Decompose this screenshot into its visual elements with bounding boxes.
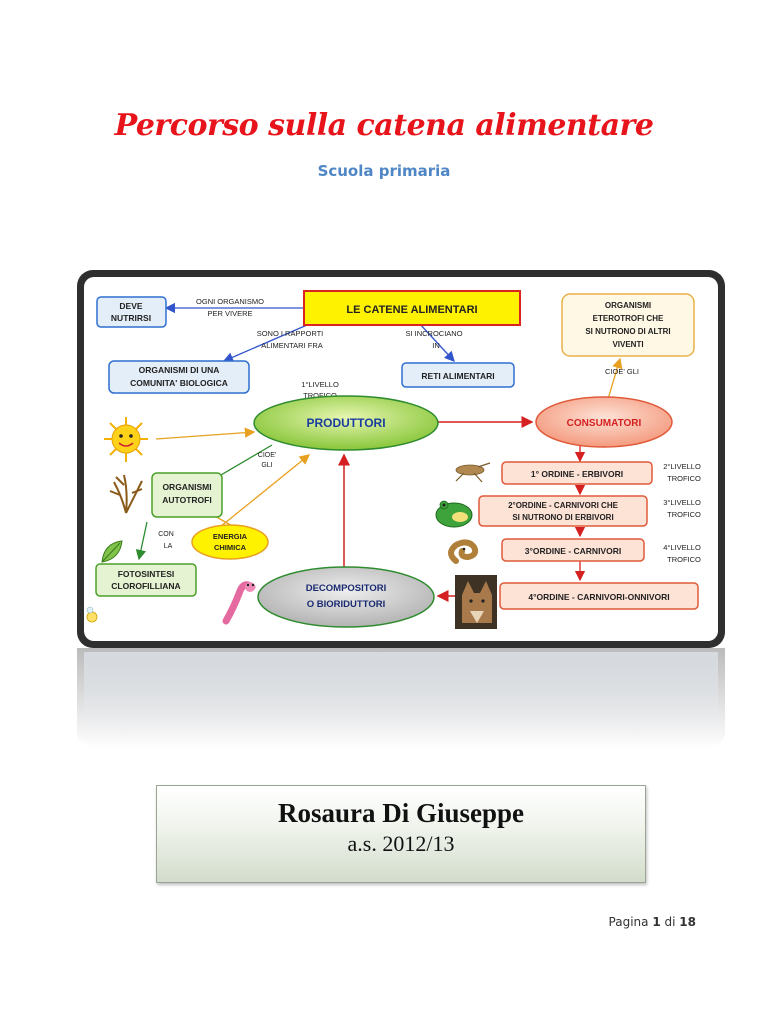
page-total: 18 bbox=[679, 915, 696, 929]
label-livello4-2: TROFICO bbox=[667, 555, 701, 564]
node-decompositori-line1: DECOMPOSITORI bbox=[306, 583, 387, 594]
grasshopper-icon bbox=[455, 462, 491, 483]
node-le-catene bbox=[303, 290, 521, 326]
node-produttori-label: PRODUTTORI bbox=[306, 416, 385, 430]
author-box: Rosaura Di Giuseppe a.s. 2012/13 bbox=[156, 785, 646, 883]
link-con-la-2: LA bbox=[164, 543, 173, 550]
node-ordine2-line1: 2°ORDINE - CARNIVORI CHE bbox=[508, 501, 619, 510]
node-ordine2 bbox=[478, 495, 648, 527]
author-name: Rosaura Di Giuseppe bbox=[277, 798, 525, 828]
concept-map-svg: LE CATENE ALIMENTARI DEVE NUTRIRSI OGNI … bbox=[86, 290, 701, 629]
node-eterotrofi-line1: ORGANISMI bbox=[605, 301, 651, 310]
node-eterotrofi-line4: VIVENTI bbox=[612, 340, 643, 349]
node-organismi-comunita bbox=[108, 360, 250, 394]
frog-icon bbox=[435, 500, 473, 528]
document-title: Percorso sulla catena alimentare bbox=[114, 108, 654, 143]
node-ordine1 bbox=[501, 461, 653, 485]
node-produttori bbox=[253, 395, 439, 451]
node-energia bbox=[191, 524, 269, 560]
node-consumatori bbox=[535, 396, 673, 448]
page-number: Pagina 1 di 18 bbox=[609, 915, 696, 929]
label-primo-livello-1: 1°LIVELLO bbox=[301, 380, 339, 389]
sun-icon bbox=[104, 417, 148, 462]
node-ordine1-label: 1° ORDINE - ERBIVORI bbox=[531, 469, 623, 479]
arrow-sun-produttori bbox=[155, 427, 256, 440]
school-year: a.s. 2012/13 bbox=[347, 831, 455, 856]
label-livello2-2: TROFICO bbox=[667, 474, 701, 483]
node-ordine2-line2: SI NUTRONO DI ERBIVORI bbox=[512, 513, 613, 522]
label-livello3-2: TROFICO bbox=[667, 510, 701, 519]
node-reti-label: RETI ALIMENTARI bbox=[421, 371, 494, 381]
node-ordine3 bbox=[501, 538, 645, 562]
node-organismi-comunita-line2: COMUNITA' BIOLOGICA bbox=[130, 378, 228, 388]
concept-map-reflection-inner bbox=[84, 652, 718, 744]
node-le-catene-label: LE CATENE ALIMENTARI bbox=[346, 304, 477, 316]
arrow-to-eterotrofi bbox=[607, 357, 623, 400]
node-deve-nutrirsi bbox=[96, 296, 167, 328]
node-eterotrofi-line2: ETEROTROFI CHE bbox=[593, 314, 664, 323]
document-subtitle: Scuola primaria bbox=[317, 162, 451, 180]
link-cioe-gli-left-2: GLI bbox=[261, 462, 272, 469]
node-autotrofi-line1: ORGANISMI bbox=[162, 482, 211, 492]
node-autotrofi bbox=[151, 472, 223, 518]
arrow-to-reti bbox=[418, 322, 455, 362]
label-primo-livello-2: TROFICO bbox=[303, 391, 337, 400]
bee-icon bbox=[86, 606, 98, 623]
node-ordine4-label: 4°ORDINE - CARNIVORI-ONNIVORI bbox=[528, 592, 669, 602]
node-ordine3-label: 3°ORDINE - CARNIVORI bbox=[525, 546, 621, 556]
node-fotosintesi-line1: FOTOSINTESI bbox=[118, 569, 175, 579]
page-sep: di bbox=[664, 915, 676, 929]
node-organismi-comunita-line1: ORGANISMI DI UNA bbox=[139, 365, 220, 375]
wolf-icon bbox=[455, 575, 497, 629]
node-fotosintesi bbox=[95, 563, 197, 597]
link-con-la-1: CON bbox=[158, 531, 174, 538]
node-decompositori bbox=[257, 566, 435, 628]
node-ordine4 bbox=[499, 582, 699, 610]
node-autotrofi-line2: AUTOTROFI bbox=[162, 495, 211, 505]
node-reti bbox=[401, 362, 515, 388]
link-sono-rapporti-2: ALIMENTARI FRA bbox=[261, 341, 323, 350]
label-livello2-1: 2°LIVELLO bbox=[663, 462, 701, 471]
page-prefix: Pagina bbox=[608, 915, 649, 929]
arrow-energia-produttori bbox=[219, 454, 311, 528]
node-fotosintesi-line2: CLOROFILLIANA bbox=[111, 581, 180, 591]
node-consumatori-label: CONSUMATORI bbox=[567, 418, 642, 429]
worm-icon bbox=[222, 581, 256, 625]
page-current: 1 bbox=[652, 915, 661, 929]
leaf-icon bbox=[101, 540, 123, 563]
link-sono-rapporti-1: SONO I RAPPORTI bbox=[257, 329, 324, 338]
label-livello4-1: 4°LIVELLO bbox=[663, 543, 701, 552]
node-energia-line1: ENERGIA bbox=[213, 532, 248, 541]
link-ogni-organismo-1: OGNI ORGANISMO bbox=[196, 297, 264, 306]
node-eterotrofi bbox=[561, 293, 695, 357]
concept-map: LE CATENE ALIMENTARI DEVE NUTRIRSI OGNI … bbox=[84, 277, 718, 641]
node-energia-line2: CHIMICA bbox=[214, 543, 247, 552]
node-deve-nutrirsi-line2: NUTRIRSI bbox=[111, 313, 151, 323]
plant-icon bbox=[109, 474, 143, 514]
label-livello3-1: 3°LIVELLO bbox=[663, 498, 701, 507]
arrow-to-organismi bbox=[222, 321, 315, 363]
node-decompositori-line2: O BIORIDUTTORI bbox=[307, 599, 385, 610]
node-deve-nutrirsi-line1: DEVE bbox=[119, 301, 142, 311]
node-eterotrofi-line3: SI NUTRONO DI ALTRI bbox=[585, 327, 670, 336]
link-si-incrociano-2: IN bbox=[432, 341, 440, 350]
arrow-to-fotosintesi bbox=[135, 521, 148, 561]
link-cioe-gli-left-1: CIOE' bbox=[258, 452, 276, 459]
link-ogni-organismo-2: PER VIVERE bbox=[207, 309, 252, 318]
link-si-incrociano-1: SI INCROCIANO bbox=[405, 329, 462, 338]
snake-icon bbox=[448, 539, 479, 564]
link-cioe-gli-top: CIOE' GLI bbox=[605, 367, 639, 376]
